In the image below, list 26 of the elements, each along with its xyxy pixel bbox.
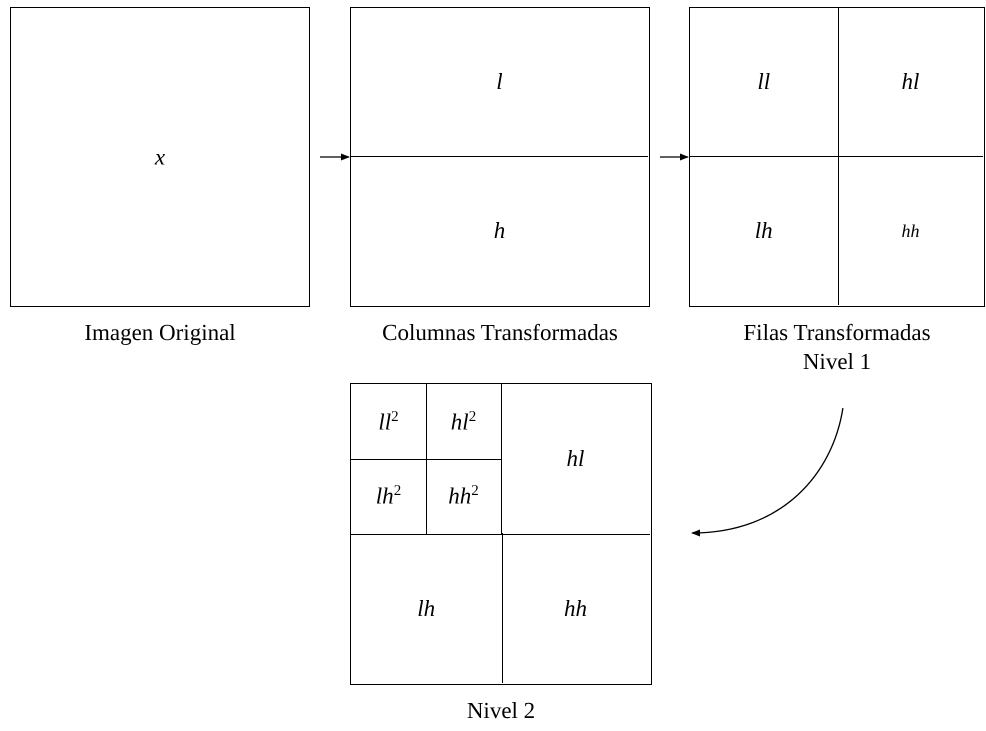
subband-cell xyxy=(351,459,427,534)
panel-label: Filas Transformadas Nivel 1 xyxy=(742,319,932,376)
subband-label: l xyxy=(496,70,503,94)
arrow xyxy=(320,153,350,161)
subband-label: lh xyxy=(754,219,773,242)
panel-label: Imagen Original xyxy=(83,319,237,347)
subband-label: hl xyxy=(902,70,920,94)
subband-label: lh$^{2}$ xyxy=(376,484,402,508)
panel-label: Nivel 2 xyxy=(466,697,536,725)
subband-label: ll xyxy=(757,70,770,94)
subband-cell xyxy=(426,459,502,534)
image-label: x xyxy=(154,146,166,168)
subband-label: hh xyxy=(902,222,920,240)
subband-label: h xyxy=(494,219,506,242)
subband-label: hl xyxy=(566,447,584,470)
subband-label: ll$^{2}$ xyxy=(378,410,399,434)
panel-label: Columnas Transformadas xyxy=(381,319,619,347)
subband-cell xyxy=(426,384,502,460)
subband-cell xyxy=(690,8,838,156)
subband-label: hl$^{2}$ xyxy=(450,410,476,434)
subband-cell xyxy=(351,384,427,460)
arrow xyxy=(691,408,844,536)
arrow xyxy=(660,153,689,161)
subband-label: hh xyxy=(564,596,587,620)
subband-label: hh$^{2}$ xyxy=(448,484,479,508)
subband-label: lh xyxy=(417,596,436,620)
